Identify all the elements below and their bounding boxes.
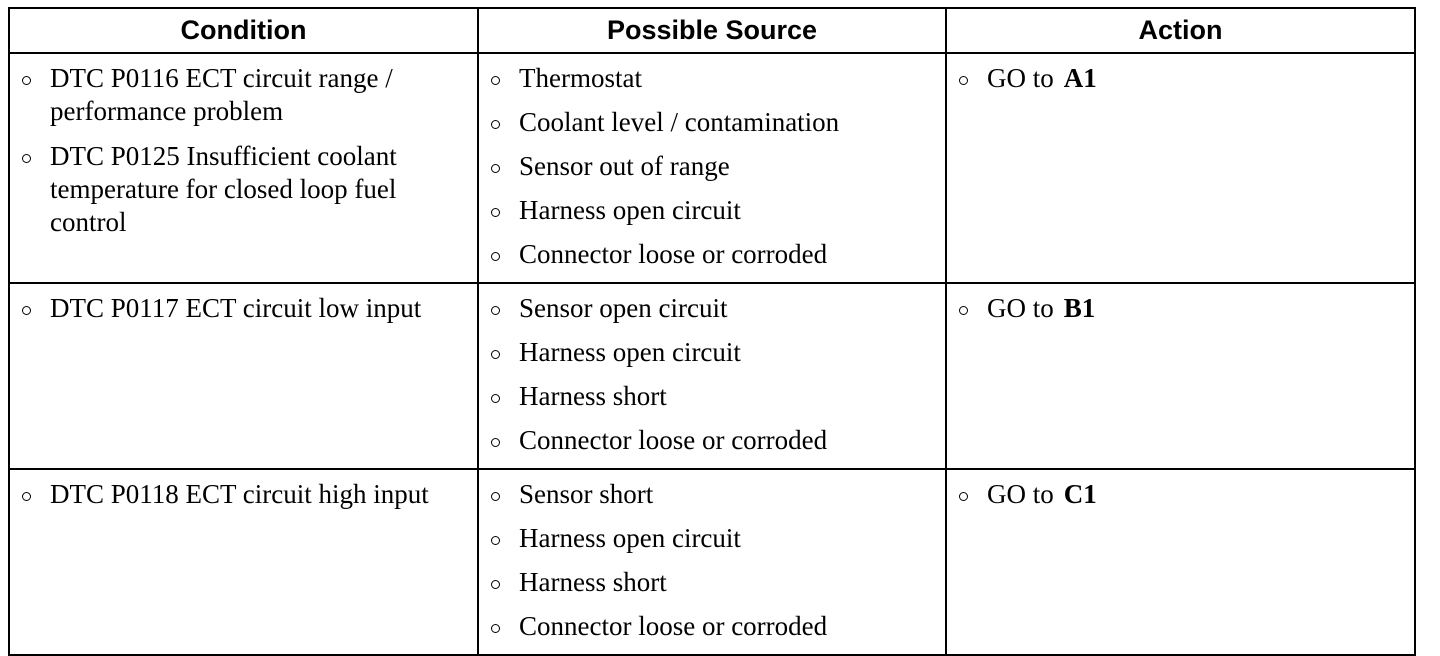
bullet-icon bbox=[491, 438, 500, 447]
header-row: Condition Possible Source Action bbox=[8, 7, 1416, 54]
source-item: Thermostat bbox=[479, 62, 925, 95]
source-cell: Sensor open circuit Harness open circuit… bbox=[477, 282, 947, 470]
bullet-icon bbox=[491, 306, 500, 315]
bullet-icon bbox=[491, 536, 500, 545]
table-row: DTC P0117 ECT circuit low input Sensor o… bbox=[8, 282, 1416, 470]
condition-item: DTC P0116 ECT circuit range / performanc… bbox=[10, 62, 457, 128]
table-row: DTC P0118 ECT circuit high input Sensor … bbox=[8, 468, 1416, 656]
bullet-icon bbox=[491, 624, 500, 633]
source-item: Sensor open circuit bbox=[479, 292, 925, 325]
bullet-icon bbox=[491, 580, 500, 589]
source-cell: Sensor short Harness open circuit Harnes… bbox=[477, 468, 947, 656]
action-code: C1 bbox=[1063, 479, 1097, 509]
source-item: Harness open circuit bbox=[479, 522, 925, 555]
bullet-icon bbox=[491, 350, 500, 359]
condition-cell: DTC P0118 ECT circuit high input bbox=[8, 468, 479, 656]
bullet-icon bbox=[22, 306, 31, 315]
bullet-icon bbox=[959, 492, 968, 501]
action-code: A1 bbox=[1063, 63, 1097, 93]
bullet-icon bbox=[491, 76, 500, 85]
condition-cell: DTC P0117 ECT circuit low input bbox=[8, 282, 479, 470]
source-item: Coolant level / contamination bbox=[479, 106, 925, 139]
bullet-icon bbox=[22, 76, 31, 85]
header-possible-source: Possible Source bbox=[477, 7, 947, 54]
action-code: B1 bbox=[1063, 293, 1096, 323]
diagnostic-table: Condition Possible Source Action DTC P01… bbox=[8, 7, 1416, 656]
source-item: Sensor out of range bbox=[479, 150, 925, 183]
bullet-icon bbox=[22, 154, 31, 163]
bullet-icon bbox=[491, 252, 500, 261]
condition-item: DTC P0125 Insufficient coolant temperatu… bbox=[10, 140, 457, 239]
bullet-icon bbox=[491, 492, 500, 501]
source-item: Harness open circuit bbox=[479, 194, 925, 227]
bullet-icon bbox=[491, 208, 500, 217]
bullet-icon bbox=[22, 492, 31, 501]
source-item: Connector loose or corroded bbox=[479, 610, 925, 643]
source-item: Harness short bbox=[479, 380, 925, 413]
bullet-icon bbox=[491, 120, 500, 129]
bullet-icon bbox=[959, 306, 968, 315]
condition-item: DTC P0118 ECT circuit high input bbox=[10, 478, 457, 511]
source-item: Harness short bbox=[479, 566, 925, 599]
bullet-icon bbox=[491, 164, 500, 173]
condition-item: DTC P0117 ECT circuit low input bbox=[10, 292, 457, 325]
header-action: Action bbox=[945, 7, 1416, 54]
source-item: Harness open circuit bbox=[479, 336, 925, 369]
condition-cell: DTC P0116 ECT circuit range / performanc… bbox=[8, 52, 479, 284]
source-cell: Thermostat Coolant level / contamination… bbox=[477, 52, 947, 284]
source-item: Sensor short bbox=[479, 478, 925, 511]
source-item: Connector loose or corroded bbox=[479, 424, 925, 457]
bullet-icon bbox=[491, 394, 500, 403]
table-row: DTC P0116 ECT circuit range / performanc… bbox=[8, 52, 1416, 284]
source-item: Connector loose or corroded bbox=[479, 238, 925, 271]
header-condition: Condition bbox=[8, 7, 479, 54]
bullet-icon bbox=[959, 76, 968, 85]
